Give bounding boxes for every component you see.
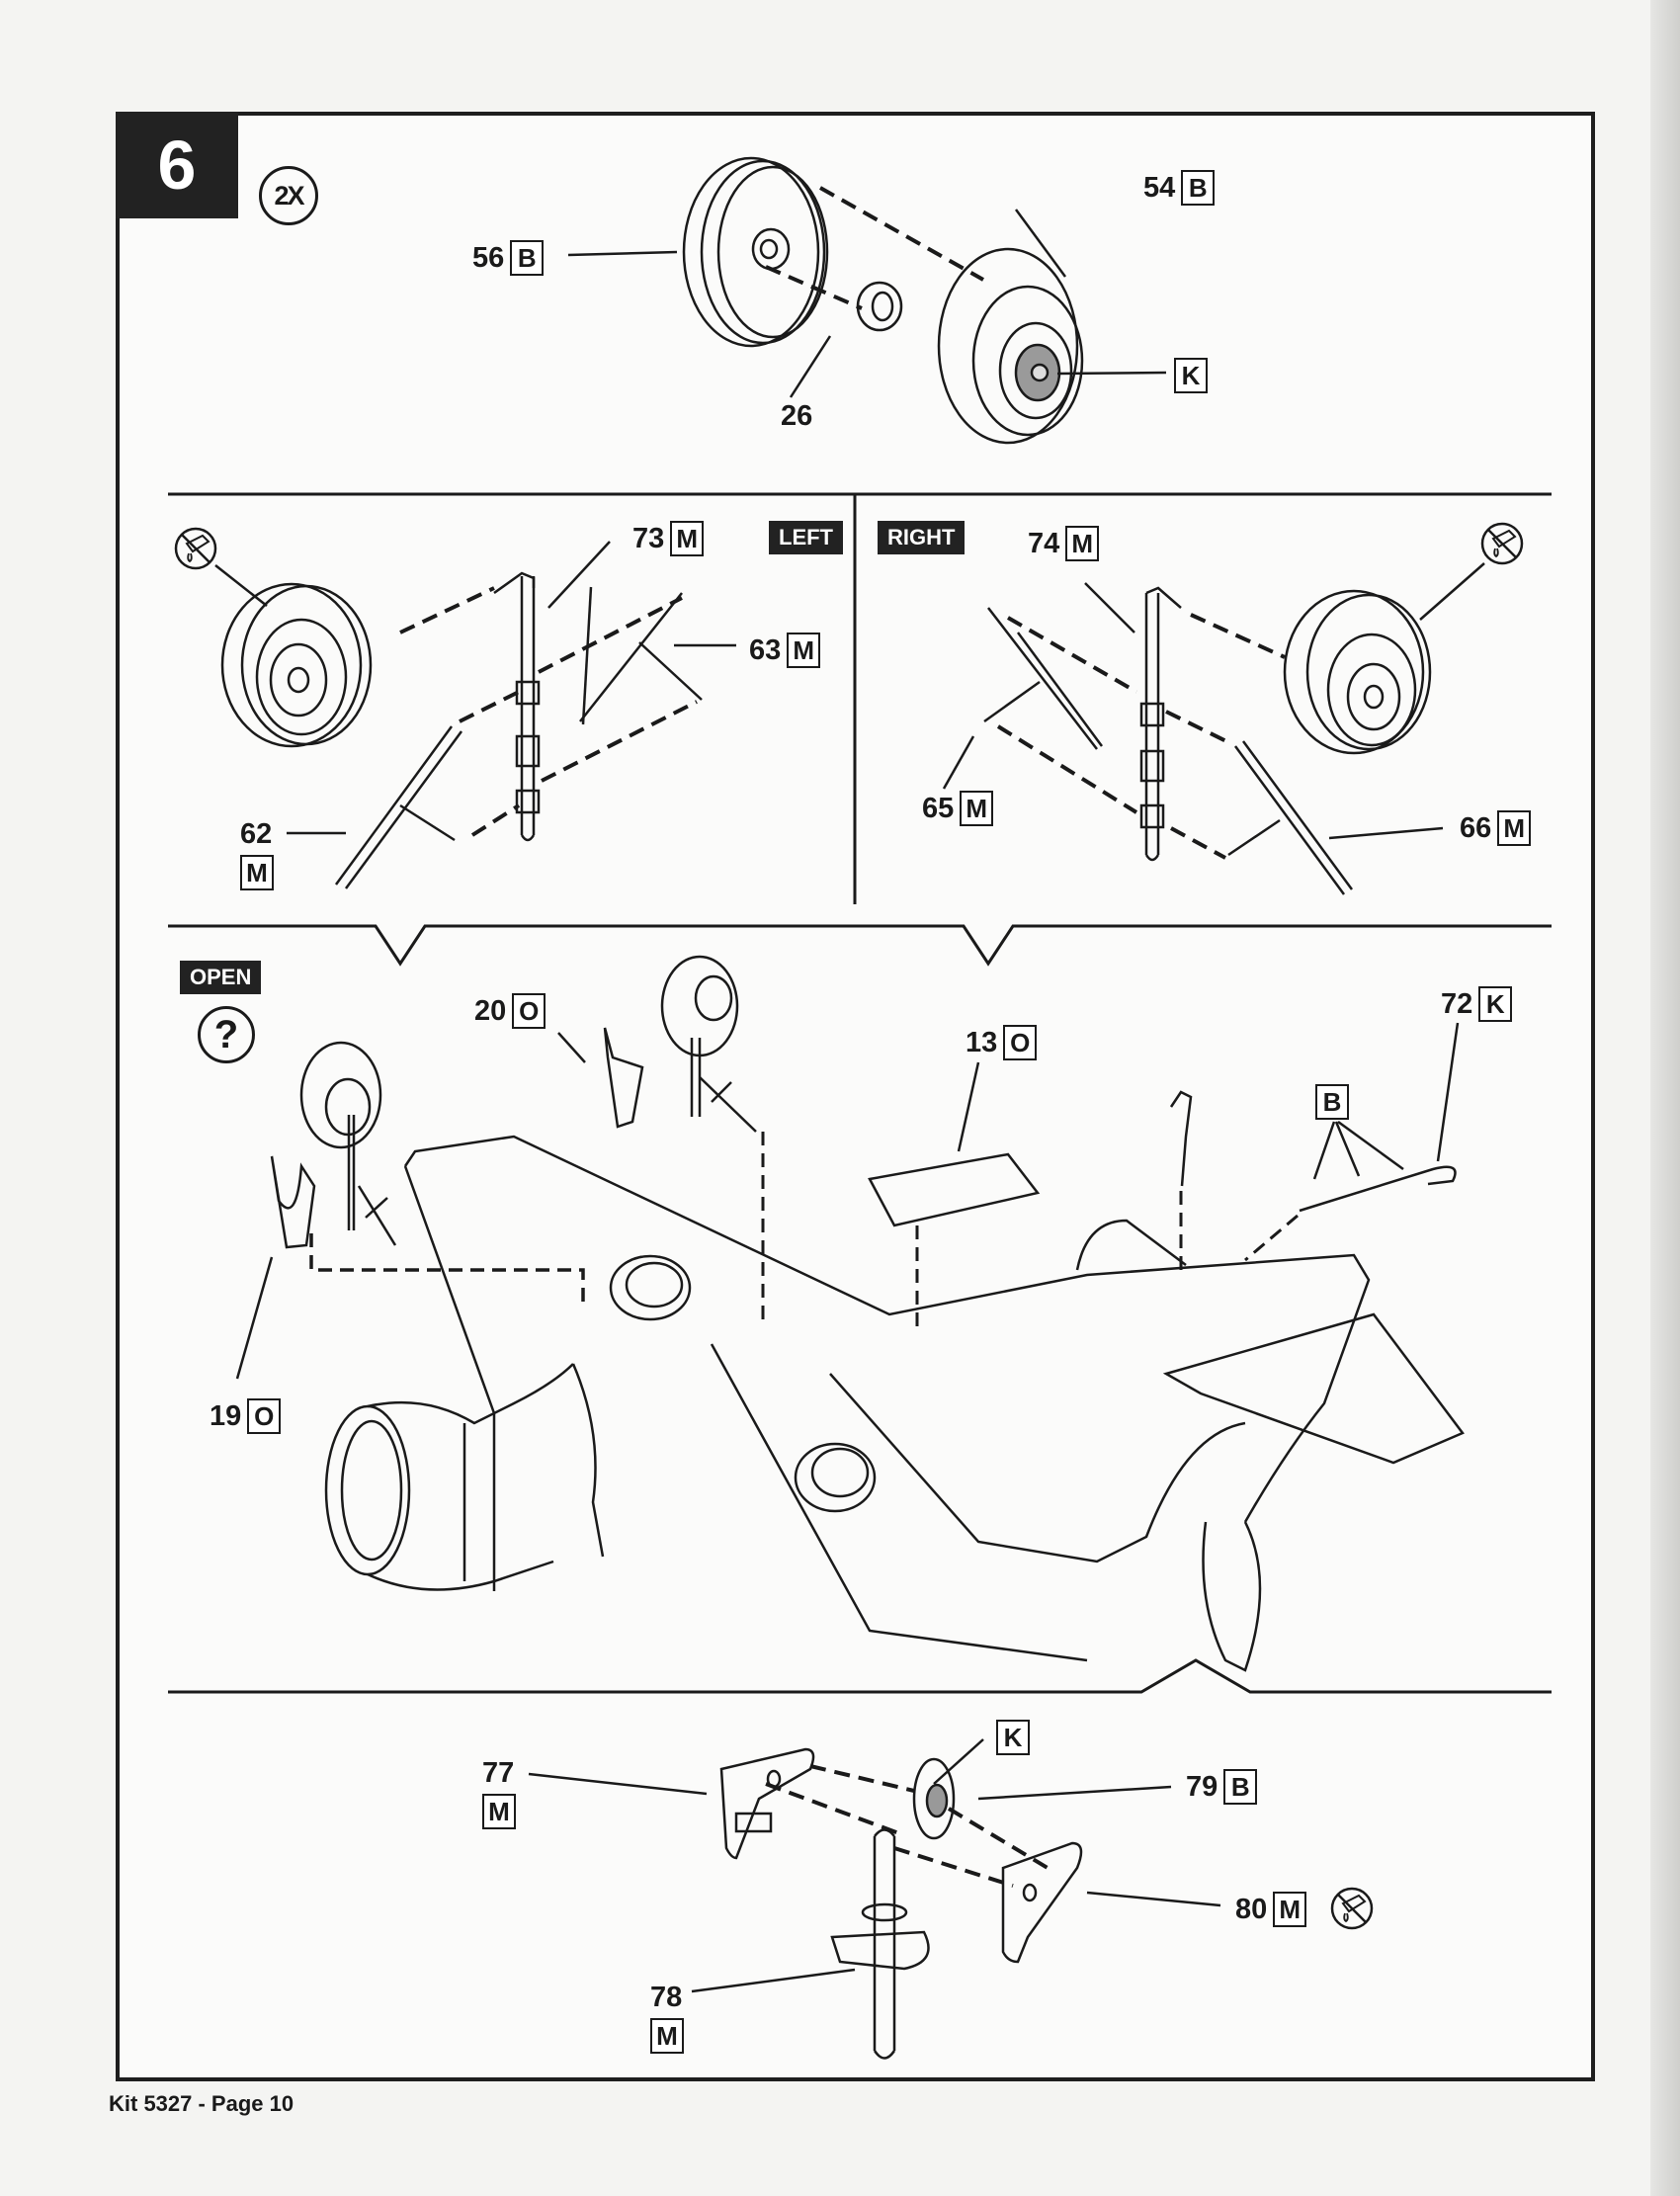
callout-part-13: 13 O	[966, 1025, 1038, 1060]
sprue-tag: M	[1273, 1892, 1307, 1927]
right-tag: RIGHT	[878, 521, 966, 554]
page-edge-shadow	[1650, 0, 1680, 2196]
sprue-tag: B	[1315, 1084, 1349, 1120]
sprue-tag: B	[1223, 1769, 1258, 1805]
callout-part-79: 79 B	[1186, 1769, 1258, 1805]
sprue-tag: M	[1497, 810, 1532, 846]
callout-part-74: 74 M	[1028, 526, 1100, 561]
instruction-frame	[116, 112, 1595, 2081]
sprue-tag: M	[787, 633, 821, 668]
step-number-badge: 6	[116, 112, 238, 218]
callout-part-77: 77 M	[482, 1757, 516, 1829]
callout-part-73: 73 M	[632, 521, 705, 556]
sprue-tag: B	[510, 240, 545, 276]
callout-part-80: 80 M	[1235, 1892, 1307, 1927]
sprue-tag: K	[996, 1720, 1030, 1755]
callout-part-66: 66 M	[1460, 810, 1532, 846]
callout-part-54: 54 B	[1143, 170, 1216, 206]
callout-part-20: 20 O	[474, 993, 546, 1029]
left-tag: LEFT	[769, 521, 843, 554]
callout-sprue-k: K	[1174, 358, 1208, 393]
sprue-tag: O	[247, 1398, 282, 1434]
sprue-tag: B	[1181, 170, 1216, 206]
sprue-tag: M	[1065, 526, 1100, 561]
callout-part-63: 63 M	[749, 633, 821, 668]
callout-part-62: 62 M	[240, 818, 274, 890]
sprue-tag: M	[960, 791, 994, 826]
sprue-tag: K	[1478, 986, 1513, 1022]
sprue-tag: M	[240, 855, 274, 890]
no-glue-icon	[1480, 522, 1524, 565]
sprue-tag: K	[1174, 358, 1208, 393]
sprue-tag: M	[670, 521, 705, 556]
callout-part-78: 78 M	[650, 1982, 684, 2054]
callout-part-56: 56 B	[472, 240, 545, 276]
question-circle-icon: ?	[198, 1006, 255, 1063]
callout-sprue-b: B	[1315, 1084, 1349, 1120]
callout-part-72: 72 K	[1441, 986, 1513, 1022]
sprue-tag: O	[512, 993, 546, 1029]
callout-part-19: 19 O	[210, 1398, 282, 1434]
sprue-tag: M	[482, 1794, 516, 1829]
callout-part-65: 65 M	[922, 791, 994, 826]
callout-part-26: 26	[781, 400, 813, 432]
quantity-circle-icon: 2X	[259, 166, 318, 225]
callout-sprue-k-bottom: K	[996, 1720, 1030, 1755]
sprue-tag: M	[650, 2018, 684, 2054]
no-glue-icon	[174, 527, 217, 570]
no-glue-icon	[1330, 1887, 1374, 1930]
page-footer: Kit 5327 - Page 10	[109, 2091, 294, 2116]
open-tag: OPEN	[180, 961, 262, 994]
sprue-tag: O	[1003, 1025, 1038, 1060]
